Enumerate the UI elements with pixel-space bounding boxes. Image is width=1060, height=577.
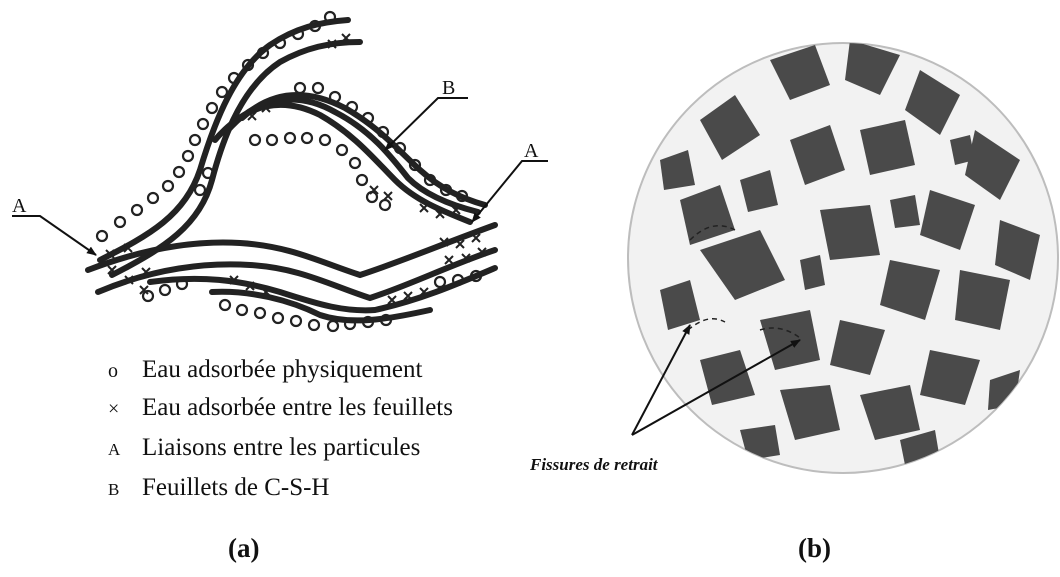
csh-sheet-hump-1 xyxy=(215,105,470,222)
legend-text: Liaisons entre les particules xyxy=(142,434,420,461)
csh-sheet-lower-3 xyxy=(150,268,495,310)
label-a-right: A xyxy=(524,140,539,162)
legend-row-interlayer-water: ×Eau adsorbée entre les feuillets xyxy=(108,393,453,424)
caption-a: (a) xyxy=(228,533,259,564)
concrete-section-image xyxy=(628,40,1058,473)
legend-text: Eau adsorbée entre les feuillets xyxy=(142,394,453,421)
legend-text: Feuillets de C-S-H xyxy=(142,474,330,501)
cross-icon: × xyxy=(108,394,142,424)
interlayer-water-crosses xyxy=(106,34,486,304)
caption-b: (b) xyxy=(798,533,831,564)
label-a-left: A xyxy=(12,195,27,217)
pointer-a-left xyxy=(12,216,96,255)
fissure-annotation: Fissures de retrait xyxy=(530,455,658,475)
legend-symbol-a: A xyxy=(108,435,142,465)
legend-text: Eau adsorbée physiquement xyxy=(142,356,422,383)
pointer-a-right xyxy=(472,161,548,222)
pointer-b-top xyxy=(385,98,468,150)
legend-symbol-b: B xyxy=(108,475,142,505)
circle-icon: o xyxy=(108,356,142,386)
label-b-top: B xyxy=(442,77,455,99)
label-pointers xyxy=(12,98,548,255)
